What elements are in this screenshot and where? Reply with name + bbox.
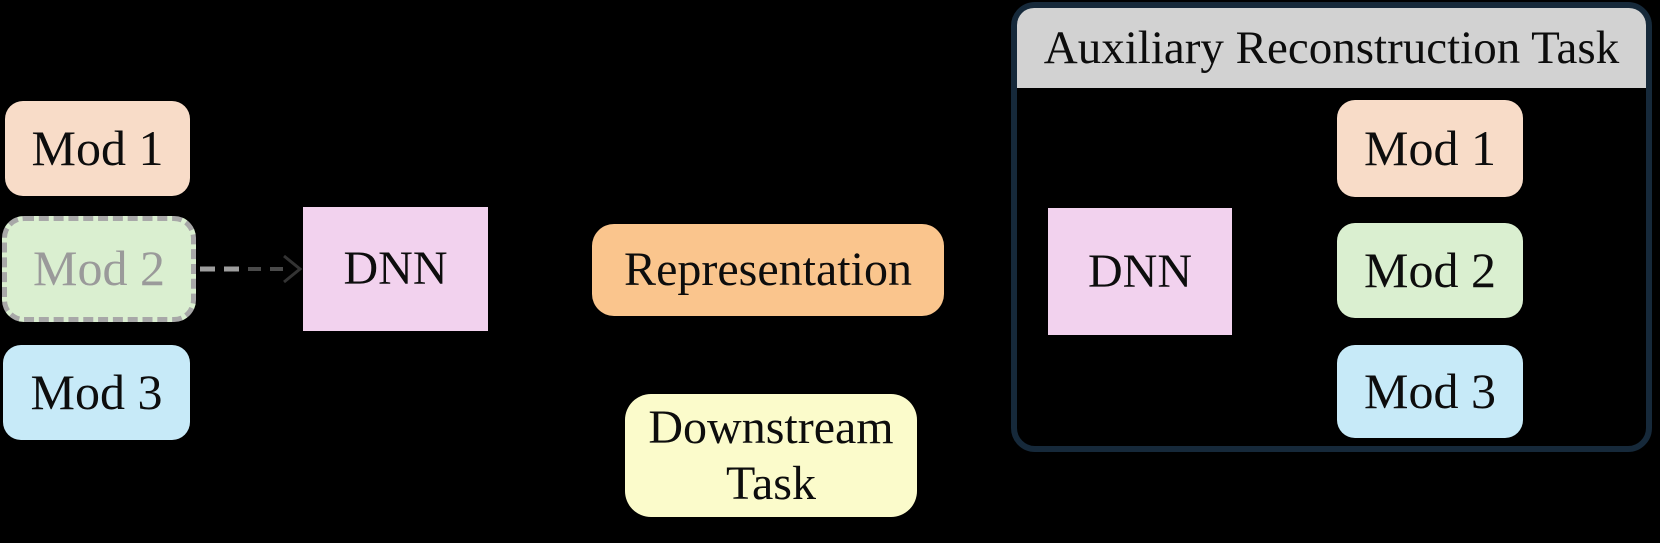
node-mod2-reconstructed-label: Mod 2 <box>1364 241 1496 298</box>
aux-panel-title: Auxiliary Reconstruction Task <box>1043 22 1620 74</box>
node-mod1-input: Mod 1 <box>5 101 190 196</box>
node-mod1-reconstructed: Mod 1 <box>1337 100 1523 197</box>
dashed-arrow-mod2-to-dnn <box>196 251 306 287</box>
node-mod3-input-label: Mod 3 <box>30 363 163 420</box>
node-representation: Representation <box>592 224 944 316</box>
node-downstream-task: Downstream Task <box>625 394 917 517</box>
node-dnn-encoder-label: DNN <box>343 242 448 296</box>
node-mod2-input-missing: Mod 2 <box>2 216 196 322</box>
node-mod3-reconstructed: Mod 3 <box>1337 345 1523 438</box>
aux-reconstruction-panel: Auxiliary Reconstruction Task <box>1011 2 1652 452</box>
dashed-arrow-icon <box>200 254 303 284</box>
node-downstream-task-label: Downstream Task <box>648 401 894 510</box>
node-mod3-reconstructed-label: Mod 3 <box>1364 362 1496 419</box>
node-mod1-input-label: Mod 1 <box>31 119 164 176</box>
node-dnn-decoder-label: DNN <box>1088 244 1192 298</box>
node-dnn-encoder: DNN <box>303 207 488 331</box>
node-mod2-reconstructed: Mod 2 <box>1337 223 1523 318</box>
node-mod2-input-label: Mod 2 <box>33 240 165 297</box>
node-dnn-decoder: DNN <box>1048 208 1232 335</box>
node-mod1-reconstructed-label: Mod 1 <box>1364 119 1496 176</box>
node-mod3-input: Mod 3 <box>3 345 190 440</box>
node-representation-label: Representation <box>624 243 912 297</box>
aux-panel-title-bar: Auxiliary Reconstruction Task <box>1017 8 1646 88</box>
